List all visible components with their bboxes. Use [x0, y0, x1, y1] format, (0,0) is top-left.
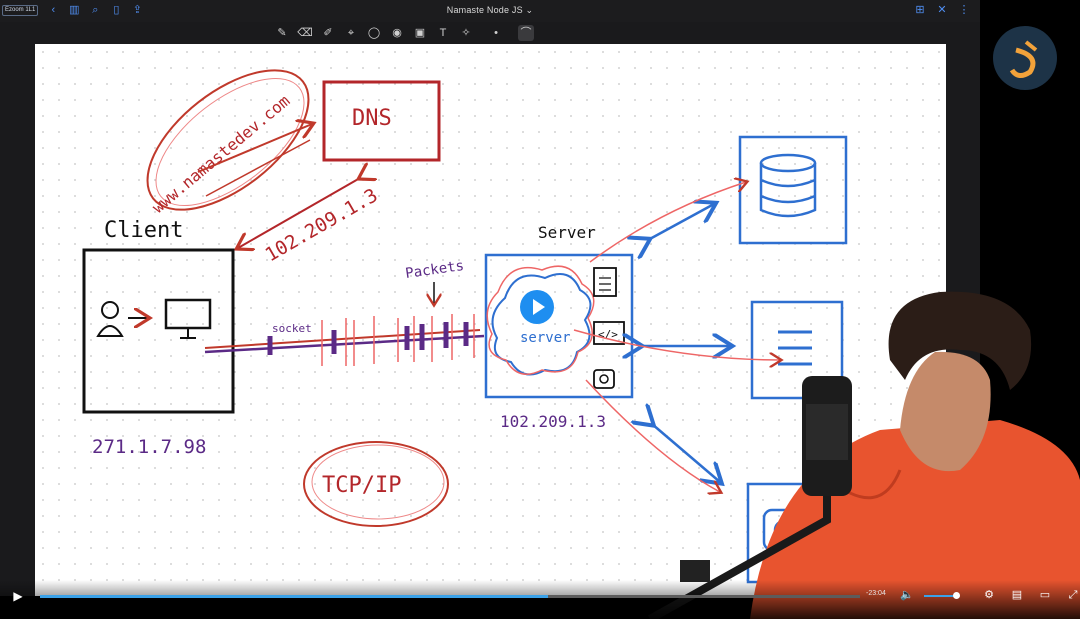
- server-ip-label: 102.209.1.3: [500, 412, 606, 431]
- monitor-icon: [164, 298, 212, 330]
- player-right-controls: 🔈 ⚙ ▤ ▭ ⤢: [900, 588, 1080, 602]
- url-to-dns-arrow: [197, 124, 312, 173]
- back-icon[interactable]: ‹: [51, 4, 56, 16]
- client-ip-label: 271.1.7.98: [92, 436, 206, 458]
- dns-box: DNS: [322, 80, 441, 162]
- server-title: Server: [538, 223, 596, 242]
- server-box: server </>: [484, 253, 634, 399]
- settings-icon[interactable]: ⚙: [984, 589, 994, 601]
- progress-fill: [40, 595, 549, 598]
- url-label: www.namastedev.com: [148, 91, 293, 217]
- more-icon[interactable]: ⋮: [958, 4, 970, 16]
- code-icon: [593, 321, 625, 345]
- url-annotation: www.namastedev.com: [146, 69, 310, 217]
- time-remaining: -23:04: [866, 590, 886, 597]
- packet-marks: [267, 322, 469, 355]
- add-page-icon[interactable]: ⊞: [915, 4, 925, 16]
- app-badge: Ezoom 1L1: [2, 4, 39, 16]
- shapes-icon[interactable]: ◯: [367, 27, 381, 39]
- packet-highlights: [321, 314, 475, 366]
- search-icon[interactable]: ⌕: [92, 4, 99, 16]
- center-play-button[interactable]: [520, 290, 554, 324]
- camera-icon: [593, 369, 615, 389]
- dot-icon[interactable]: •: [494, 27, 498, 39]
- drawing-toolbar: ✎ ⌫ ✐ ⌖ ◯ ◉ ▣ T ✧ • ⌒: [0, 22, 980, 44]
- close-icon[interactable]: ✕: [937, 4, 947, 16]
- fullscreen-icon[interactable]: ⤢: [1068, 589, 1078, 601]
- presenter-video: [648, 291, 1080, 619]
- tcp-ip-label: TCP/IP: [322, 473, 401, 498]
- client-label: Client: [104, 218, 183, 243]
- image-icon[interactable]: ▣: [414, 27, 426, 39]
- socket-line: [204, 334, 485, 354]
- volume-slider[interactable]: [924, 592, 961, 599]
- progress-bar[interactable]: [40, 595, 860, 598]
- client-box: [82, 248, 235, 414]
- document-title[interactable]: Namaste Node JS ⌄: [446, 5, 534, 15]
- dns-ip-arrow: [238, 178, 360, 248]
- captions-icon[interactable]: ▤: [1011, 589, 1023, 601]
- socket-label: socket: [272, 322, 312, 335]
- volume-fill: [924, 595, 957, 597]
- logo-mark: [1009, 47, 1036, 78]
- titlebar-left-icons: Ezoom 1L1 ‹ ▥ ⌕ ▯ ⇪: [2, 3, 143, 17]
- dns-label: DNS: [352, 106, 392, 131]
- play-icon[interactable]: ▶: [13, 589, 23, 603]
- volume-knob[interactable]: [953, 592, 961, 599]
- channel-logo: [993, 26, 1057, 90]
- highlighter-icon[interactable]: ✐: [323, 27, 333, 39]
- socket-line-top: [204, 329, 481, 349]
- server-insta-arrow: [652, 424, 720, 482]
- left-margin: [0, 44, 35, 596]
- database-box: [738, 135, 848, 245]
- packets-label: Packets: [404, 258, 465, 282]
- server-db-arrow: [648, 204, 714, 240]
- pip-icon[interactable]: ▭: [1039, 589, 1051, 601]
- tcp-ip-annotation: TCP/IP: [303, 441, 449, 527]
- titlebar-right-icons: ⊞ ✕ ⋮: [914, 3, 970, 17]
- server-inner-label: server: [520, 330, 571, 346]
- share-icon[interactable]: ⇪: [132, 4, 142, 16]
- player-controls: [0, 580, 1080, 619]
- tool-group: ✎ ⌫ ✐ ⌖ ◯ ◉ ▣ T ✧ • ⌒: [274, 25, 534, 41]
- pen-icon[interactable]: ✎: [277, 27, 287, 39]
- bookmark-icon[interactable]: ▯: [113, 4, 120, 16]
- sidebar-icon[interactable]: ▥: [69, 4, 80, 16]
- file-icon: [593, 267, 617, 297]
- user-icon: [101, 301, 119, 319]
- eraser-icon[interactable]: ⌫: [297, 27, 313, 39]
- text-icon[interactable]: T: [439, 27, 447, 39]
- line-icon[interactable]: ⌒: [518, 25, 534, 41]
- volume-icon[interactable]: 🔈: [900, 589, 914, 601]
- eye-icon[interactable]: ◉: [392, 27, 402, 39]
- lasso-icon[interactable]: ⌖: [347, 27, 355, 39]
- pointer-icon[interactable]: ✧: [461, 27, 471, 39]
- dns-ip-label: 102.209.1.3: [262, 184, 382, 266]
